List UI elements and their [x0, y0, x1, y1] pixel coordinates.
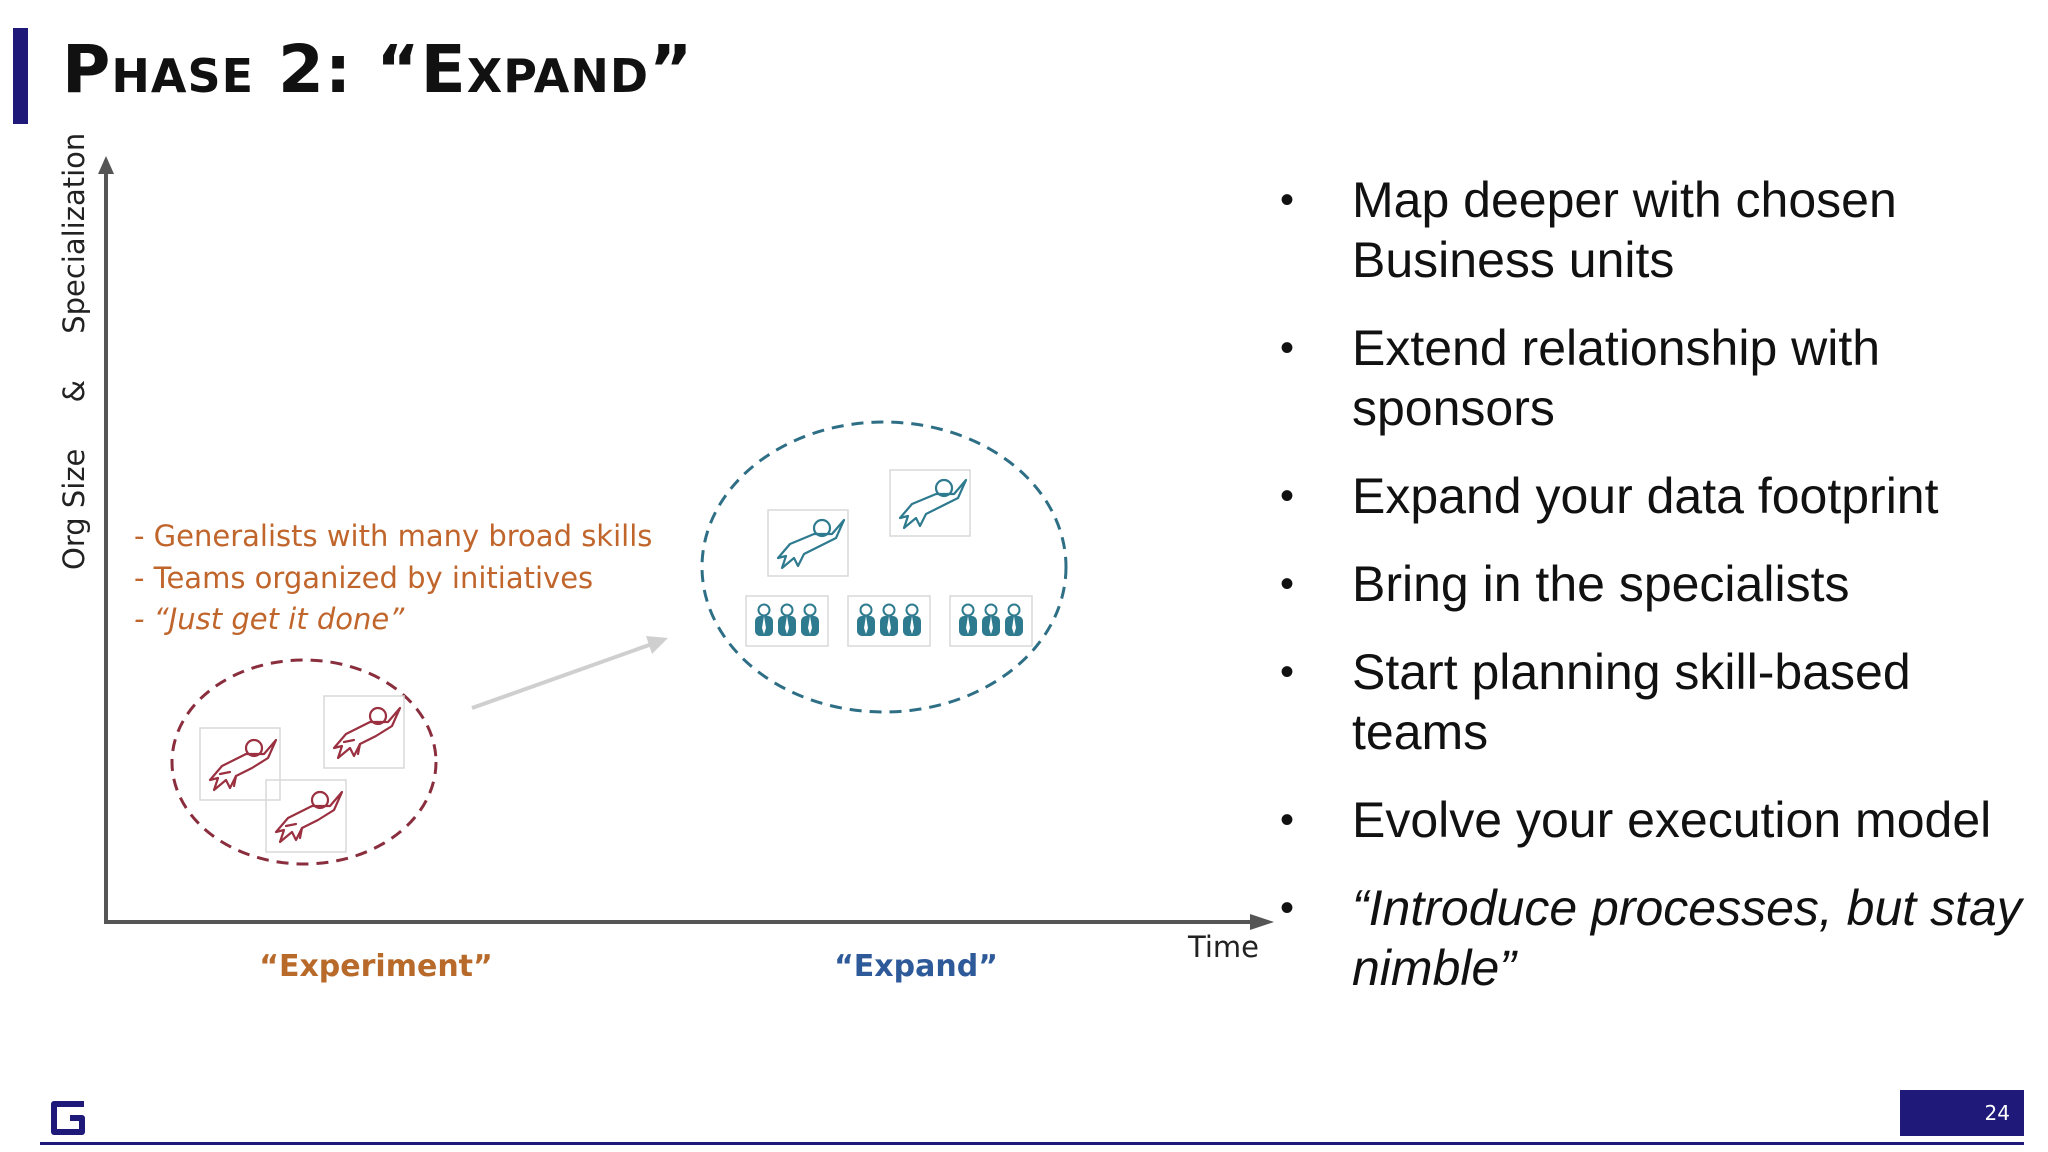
bullet-text: Evolve your execution model: [1352, 792, 1992, 848]
bullet-text: Extend relationship with sponsors: [1352, 320, 1881, 436]
phase-diagram: Org Size & Specialization Time “Experime…: [57, 133, 1274, 984]
bullet-glyph: •: [1280, 562, 1295, 606]
team-icon: [848, 596, 930, 646]
bullet-glyph: •: [1280, 798, 1295, 842]
bullet-list: • Map deeper with chosen Business units •…: [1280, 170, 2040, 1026]
x-axis-label: Time: [1187, 930, 1259, 964]
superhero-icon: [322, 694, 406, 770]
bullet-item: • Expand your data footprint: [1280, 466, 2040, 526]
bullet-glyph: •: [1280, 650, 1295, 694]
y-axis-arrowhead: [98, 156, 114, 174]
experiment-circle: [170, 658, 438, 866]
growth-arrow: [471, 642, 653, 710]
bullet-text: Bring in the specialists: [1352, 556, 1850, 612]
bullet-text: Start planning skill-based teams: [1352, 644, 1911, 760]
brand-logo: [51, 1101, 85, 1135]
bullet-item: • Start planning skill-based teams: [1280, 642, 2040, 762]
bullet-text: “Introduce processes, but stay nimble”: [1352, 880, 2022, 996]
x-axis-arrowhead: [1250, 914, 1274, 930]
superhero-icon: [888, 468, 972, 538]
team-icon: [950, 596, 1032, 646]
bullet-glyph: •: [1280, 886, 1295, 930]
superhero-icon: [766, 508, 850, 578]
slide-title: Phase 2: “Expand”: [62, 31, 694, 108]
superhero-icon: [264, 778, 348, 854]
note-just-get-it-done: - “Just get it done”: [134, 602, 405, 636]
expand-circle: [700, 420, 1068, 714]
bullet-item: • “Introduce processes, but stay nimble”: [1280, 878, 2040, 998]
bullet-glyph: •: [1280, 178, 1295, 222]
bullet-item: • Map deeper with chosen Business units: [1280, 170, 2040, 290]
page-number: 24: [1900, 1090, 2024, 1136]
title-accent-bar: [13, 28, 28, 124]
footer-divider: [40, 1142, 2024, 1145]
superhero-icon: [198, 726, 282, 802]
bullet-text: Map deeper with chosen Business units: [1352, 172, 1897, 288]
team-icon: [746, 596, 828, 646]
stage-label-experiment: “Experiment”: [259, 949, 492, 984]
growth-arrowhead: [646, 636, 668, 654]
stage-label-expand: “Expand”: [834, 949, 998, 984]
bullet-text: Expand your data footprint: [1352, 468, 1939, 524]
bullet-glyph: •: [1280, 474, 1295, 518]
bullet-glyph: •: [1280, 326, 1295, 370]
note-teams: - Teams organized by initiatives: [134, 561, 593, 595]
note-generalists: - Generalists with many broad skills: [134, 519, 652, 553]
bullet-item: • Bring in the specialists: [1280, 554, 2040, 614]
bullet-item: • Extend relationship with sponsors: [1280, 318, 2040, 438]
y-axis-label: Org Size & Specialization: [57, 133, 91, 570]
bullet-item: • Evolve your execution model: [1280, 790, 2040, 850]
